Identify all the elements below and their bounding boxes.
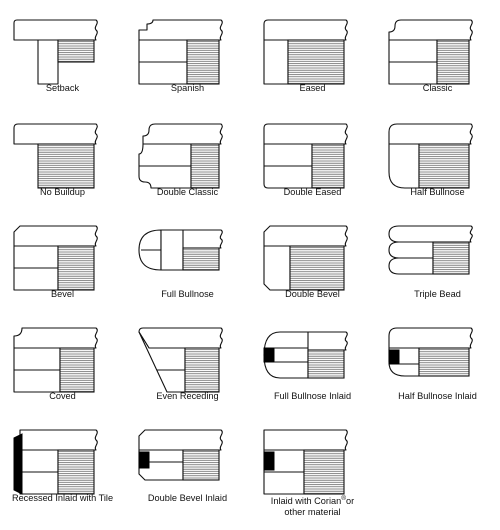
- profile-label: Half Bullnose Inlaid: [398, 391, 477, 401]
- doubleeased-diagram: [263, 123, 348, 189]
- profile-doublebevelinlaid: Double Bevel Inlaid: [125, 418, 250, 520]
- profile-label: Double Classic: [156, 187, 219, 197]
- profile-classic: Classic: [375, 8, 500, 110]
- coved-diagram: [13, 327, 98, 393]
- doublebevelinlaid-diagram: [138, 429, 223, 481]
- profile-spanish: Spanish: [125, 8, 250, 110]
- profile-evenreceding: Even Receding: [125, 316, 250, 418]
- profile-label: Recessed Inlaid with Tile: [11, 493, 114, 503]
- profile-fullbullnose: Full Bullnose: [125, 214, 250, 316]
- halfbullnose-diagram: [388, 123, 473, 189]
- profile-triplebead: Triple Bead: [375, 214, 500, 316]
- nobuildup-diagram: [13, 123, 98, 189]
- doubleclassic-diagram: [138, 123, 223, 189]
- profile-nobuildup: No Buildup: [0, 112, 125, 214]
- evenreceding-diagram: [138, 327, 223, 393]
- profile-label: Double Bevel Inlaid: [147, 493, 228, 503]
- profile-label: Eased: [299, 83, 326, 93]
- profile-eased: Eased: [250, 8, 375, 110]
- profile-doublebevel: Double Bevel: [250, 214, 375, 316]
- profile-label: No Buildup: [40, 187, 85, 197]
- profile-doubleclassic: Double Classic: [125, 112, 250, 214]
- profile-label: Even Receding: [156, 391, 219, 401]
- profile-halfbullnose: Half Bullnose: [375, 112, 500, 214]
- profile-label: Half Bullnose: [410, 187, 465, 197]
- classic-diagram: [388, 19, 473, 85]
- profile-label: Bevel: [51, 289, 74, 299]
- profile-coved: Coved: [0, 316, 125, 418]
- recessedinlaid-diagram: [13, 429, 98, 495]
- profile-doubleeased: Double Eased: [250, 112, 375, 214]
- profile-label: Triple Bead: [414, 289, 461, 299]
- profile-recessedinlaid: Recessed Inlaid with Tile: [0, 418, 125, 520]
- triplebead-diagram: [388, 225, 473, 275]
- spanish-diagram: [138, 19, 223, 85]
- profile-halfbullnoseinlaid: Half Bullnose Inlaid: [375, 316, 500, 418]
- doublebevel-diagram: [263, 225, 348, 291]
- profile-label: Coved: [49, 391, 76, 401]
- profile-label: Double Eased: [283, 187, 342, 197]
- profile-fullbullnoseinlaid: Full Bullnose Inlaid: [250, 316, 375, 418]
- profile-label: Double Bevel: [285, 289, 340, 299]
- profile-label: Spanish: [170, 83, 205, 93]
- profile-label: Classic: [422, 83, 453, 93]
- profile-setback: Setback: [0, 8, 125, 110]
- fullbullnose-diagram: [138, 229, 223, 271]
- halfbullnoseinlaid-diagram: [388, 327, 473, 377]
- bevel-diagram: [13, 225, 98, 291]
- profile-label: Setback: [45, 83, 80, 93]
- setback-diagram: [13, 19, 98, 85]
- profile-bevel: Bevel: [0, 214, 125, 316]
- corianinlaid-diagram: [263, 429, 348, 495]
- fullbullnoseinlaid-diagram: [263, 331, 348, 379]
- profile-label: Full Bullnose Inlaid: [273, 391, 352, 401]
- profile-label: Full Bullnose: [161, 289, 214, 299]
- eased-diagram: [263, 19, 348, 85]
